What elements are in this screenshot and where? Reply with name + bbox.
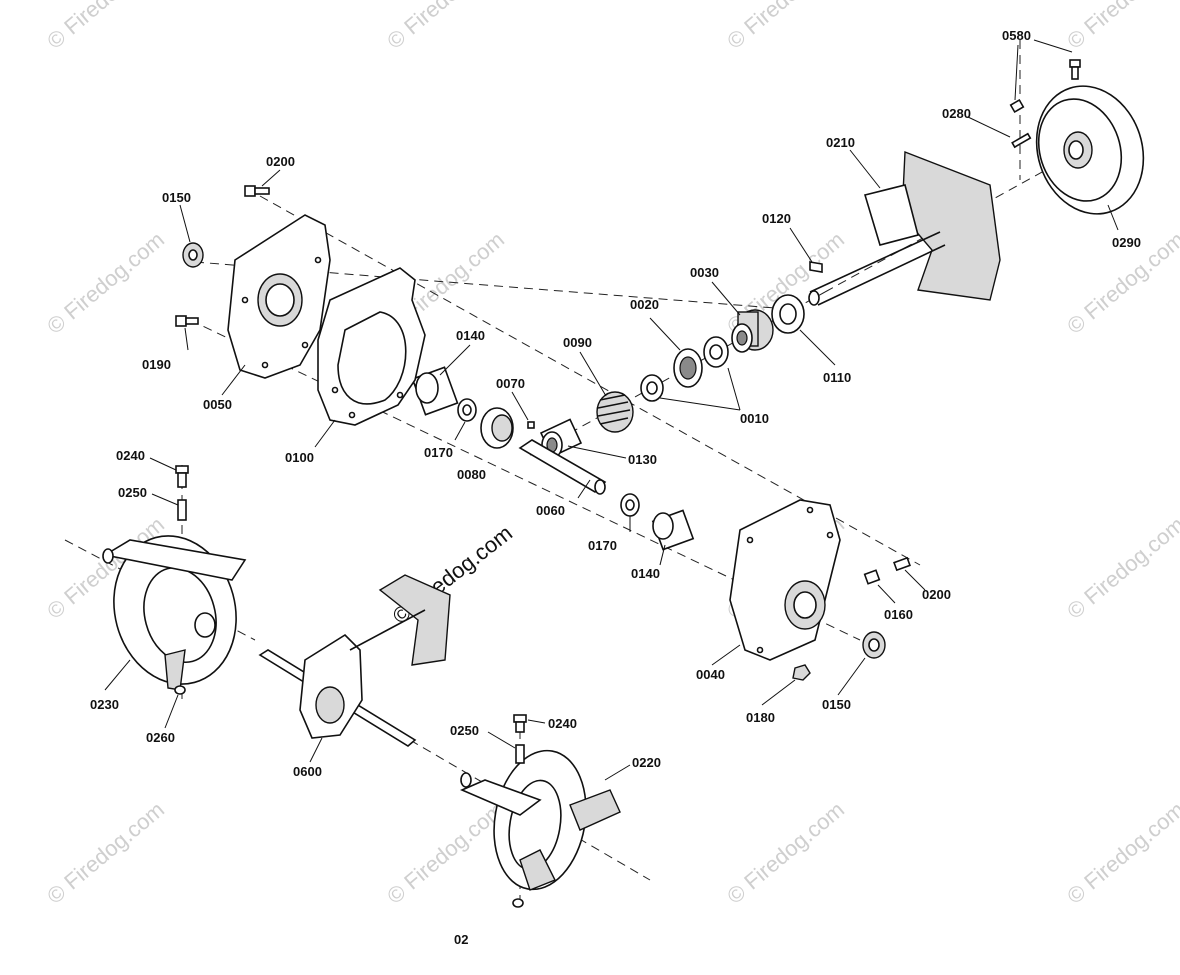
watermark-center: © Firedog.com: [388, 520, 517, 629]
watermark-1: © Firedog.com: [42, 0, 169, 54]
callout-0170-lower: 0170: [588, 538, 617, 553]
bolt-0200b: [893, 556, 911, 572]
auger-0230: [102, 535, 247, 691]
shaft-0060: [518, 439, 607, 495]
watermark-3: © Firedog.com: [722, 0, 849, 54]
callout-0100: 0100: [285, 450, 314, 465]
callout-0200-right: 0200: [922, 587, 951, 602]
callout-0150-top: 0150: [162, 190, 191, 205]
callout-0020: 0020: [630, 297, 659, 312]
callout-0190: 0190: [142, 357, 171, 372]
washer-0170a: [457, 398, 477, 422]
watermark-13: © Firedog.com: [382, 797, 509, 909]
callout-0180: 0180: [746, 710, 775, 725]
washer-0110: [771, 294, 805, 334]
callout-0070: 0070: [496, 376, 525, 391]
callout-0050: 0050: [203, 397, 232, 412]
washer-0170b: [620, 493, 640, 517]
watermark-14: © Firedog.com: [722, 797, 849, 909]
assembly-axes: [64, 40, 1141, 900]
callout-0110: 0110: [823, 370, 851, 385]
worm-gear-0090: [596, 391, 634, 433]
watermark-11: © Firedog.com: [1062, 512, 1180, 624]
callout-0150-lower: 0150: [822, 697, 851, 712]
callout-0220: 0220: [632, 755, 661, 770]
watermark-12: © Firedog.com: [42, 797, 169, 909]
callout-0240-left: 0240: [116, 448, 145, 463]
callout-0290: 0290: [1112, 235, 1141, 250]
pin-0250b: [515, 744, 525, 764]
bolt-0240a: [175, 465, 189, 488]
watermark-2: © Firedog.com: [382, 0, 509, 54]
callout-0210: 0210: [826, 135, 855, 150]
callout-0060: 0060: [536, 503, 565, 518]
callout-0030: 0030: [690, 265, 719, 280]
gearbox-assembly-0600: [258, 574, 451, 747]
bolt-0580: [1009, 59, 1081, 114]
bushing-0130: [539, 418, 583, 459]
nut-0260: [174, 685, 186, 695]
washer-0010b: [640, 374, 664, 402]
key-0120: [809, 261, 823, 273]
callout-0130: 0130: [628, 452, 657, 467]
gear-0080: [480, 407, 514, 449]
auger-0220: [459, 749, 621, 891]
gear-case-0040: [729, 499, 841, 661]
bushing-0140b: [651, 509, 695, 551]
gear-case-0050: [227, 214, 331, 379]
thrust-bearing-0020: [673, 348, 703, 388]
callout-0170-upper: 0170: [424, 445, 453, 460]
bolt-0190: [175, 315, 199, 327]
bearing-0030: [731, 309, 774, 353]
callout-0040: 0040: [696, 667, 725, 682]
callout-0140-lower: 0140: [631, 566, 660, 581]
callout-0260: 0260: [146, 730, 175, 745]
fitting-0160: [863, 569, 881, 585]
washer-0010: [703, 336, 729, 368]
pulley-0290: [1035, 85, 1145, 215]
watermark-4: © Firedog.com: [1062, 0, 1180, 54]
callout-0160: 0160: [884, 607, 913, 622]
callout-0600: 0600: [293, 764, 322, 779]
bolt-0240b: [513, 714, 527, 733]
callout-02-truncated: 02: [454, 932, 468, 947]
pin-0280: [1011, 132, 1032, 149]
callout-0010: 0010: [740, 411, 769, 426]
gasket-0100: [317, 267, 426, 426]
callout-0120: 0120: [762, 211, 791, 226]
callout-0080: 0080: [457, 467, 486, 482]
pin-0250a: [177, 499, 187, 521]
bolt-0200a: [244, 185, 270, 197]
leader-lines: [104, 39, 1119, 781]
callout-0230: 0230: [90, 697, 119, 712]
watermark-15: © Firedog.com: [1062, 797, 1180, 909]
callout-0240-lower: 0240: [548, 716, 577, 731]
key-0070: [527, 421, 535, 429]
impeller-0210: [808, 150, 1001, 306]
callout-0200-top: 0200: [266, 154, 295, 169]
callout-0280: 0280: [942, 106, 971, 121]
callout-labels: 0580 0280 0210 0290 0200 0150 0120 0030 …: [90, 28, 1141, 947]
callout-0090: 0090: [563, 335, 592, 350]
callout-0250-lower: 0250: [450, 723, 479, 738]
callout-0140-upper: 0140: [456, 328, 485, 343]
nut-0150a: [182, 242, 204, 268]
nut-0150b: [862, 631, 886, 659]
watermark-5: © Firedog.com: [42, 227, 169, 339]
bushing-0140a: [411, 366, 459, 416]
callout-0250-left: 0250: [118, 485, 147, 500]
callout-0580: 0580: [1002, 28, 1031, 43]
nut-bottom: [512, 898, 524, 908]
nut-0180: [792, 664, 811, 681]
